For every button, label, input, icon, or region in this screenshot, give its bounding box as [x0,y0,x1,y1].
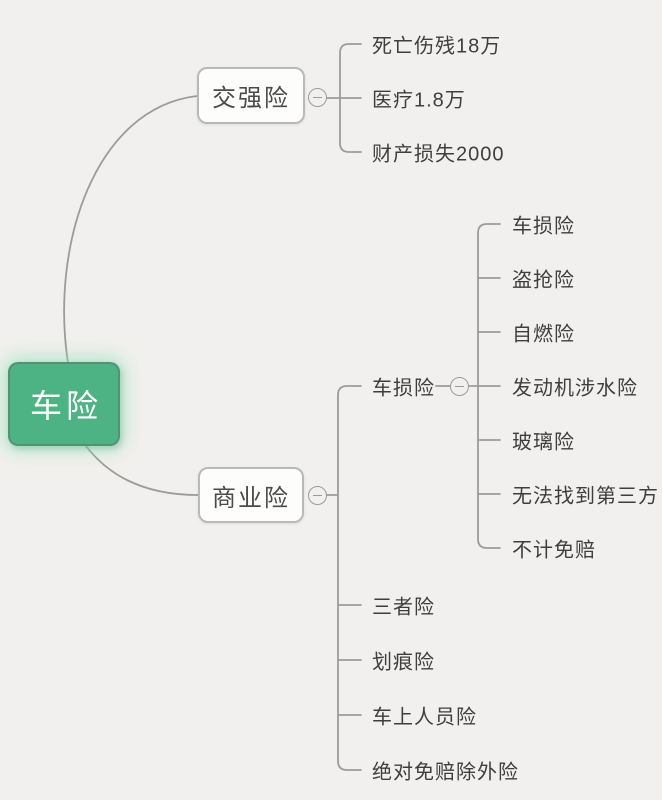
minus-dash [313,495,322,496]
minus-dash [313,97,322,98]
minus-icon[interactable] [450,377,469,396]
node-vehicle-damage-group[interactable]: 车损险 [372,377,435,400]
edge-root-compulsory [63,95,198,364]
edge-syx-trunk [337,385,362,771]
edge-jqx-trunk [339,43,362,153]
minus-icon[interactable] [308,88,327,107]
leaf-absolute-deductible-exclusion[interactable]: 绝对免赔除外险 [372,761,519,784]
leaf-spontaneous-combustion[interactable]: 自燃险 [512,323,575,346]
root-node-car-insurance[interactable]: 车险 [8,362,120,446]
leaf-third-party[interactable]: 三者险 [372,596,435,619]
leaf-passenger[interactable]: 车上人员险 [372,706,477,729]
leaf-engine-water[interactable]: 发动机涉水险 [512,377,638,400]
leaf-glass[interactable]: 玻璃险 [512,431,575,454]
leaf-theft[interactable]: 盗抢险 [512,269,575,292]
node-compulsory-insurance[interactable]: 交强险 [197,67,305,124]
node-commercial-insurance[interactable]: 商业险 [198,467,304,523]
edge-csx-trunk [477,223,501,549]
leaf-no-third-party-found[interactable]: 无法找到第三方 [512,485,659,508]
minus-icon[interactable] [308,486,327,505]
leaf-scratch[interactable]: 划痕险 [372,651,435,674]
minus-dash [455,386,464,387]
leaf-death-disability[interactable]: 死亡伤残18万 [372,35,502,58]
leaf-medical[interactable]: 医疗1.8万 [372,89,466,112]
leaf-vehicle-damage[interactable]: 车损险 [512,215,575,238]
leaf-no-deductible[interactable]: 不计免赔 [512,539,596,562]
edge-root-commercial [85,445,199,496]
leaf-property-loss[interactable]: 财产损失2000 [372,143,505,166]
